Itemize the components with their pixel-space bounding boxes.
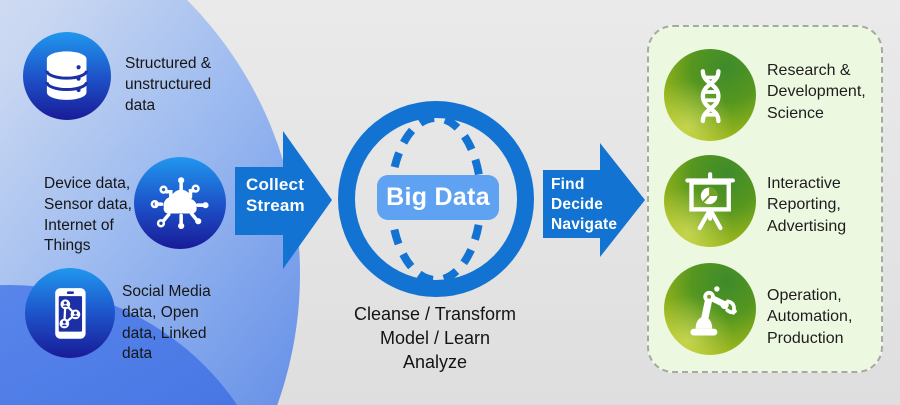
find-arrow-head bbox=[600, 143, 645, 257]
robot-arm-icon-glyph bbox=[690, 286, 737, 336]
output-label-research: Research & Development, Science bbox=[767, 62, 866, 122]
presentation-chart-icon-glyph bbox=[685, 172, 735, 230]
database-icon-glyph bbox=[45, 51, 89, 101]
source-label-social: Social Media data, Open data, Linked dat… bbox=[122, 283, 211, 363]
robot-arm-icon bbox=[664, 263, 756, 355]
dna-icon-glyph bbox=[700, 69, 721, 124]
source-label-device: Device data, Sensor data, Internet of Th… bbox=[44, 175, 132, 255]
find-decide-label: Find Decide Navigate bbox=[551, 176, 618, 234]
big-data-label: Big Data bbox=[377, 175, 499, 220]
social-phone-icon-glyph bbox=[54, 287, 86, 339]
iot-cloud-icon-glyph bbox=[150, 177, 209, 229]
output-label-operation: Operation, Automation, Production bbox=[767, 287, 853, 347]
iot-cloud-icon bbox=[134, 157, 226, 249]
process-steps-label: Cleanse / Transform Model / Learn Analyz… bbox=[353, 304, 517, 372]
database-icon bbox=[23, 32, 111, 120]
dna-icon bbox=[664, 49, 756, 141]
presentation-chart-icon bbox=[664, 155, 756, 247]
find-arrow-tail bbox=[543, 170, 601, 238]
collect-arrow-head bbox=[283, 131, 332, 269]
output-label-reporting: Interactive Reporting, Advertising bbox=[767, 175, 847, 235]
source-label-structured: Structured & unstructured data bbox=[125, 55, 212, 114]
collect-arrow-tail bbox=[235, 167, 284, 235]
social-phone-icon bbox=[25, 268, 115, 358]
collect-stream-label: Collect Stream bbox=[246, 175, 305, 215]
find-decide-arrow: Find Decide Navigate bbox=[543, 143, 645, 257]
collect-stream-arrow: Collect Stream bbox=[235, 131, 332, 269]
